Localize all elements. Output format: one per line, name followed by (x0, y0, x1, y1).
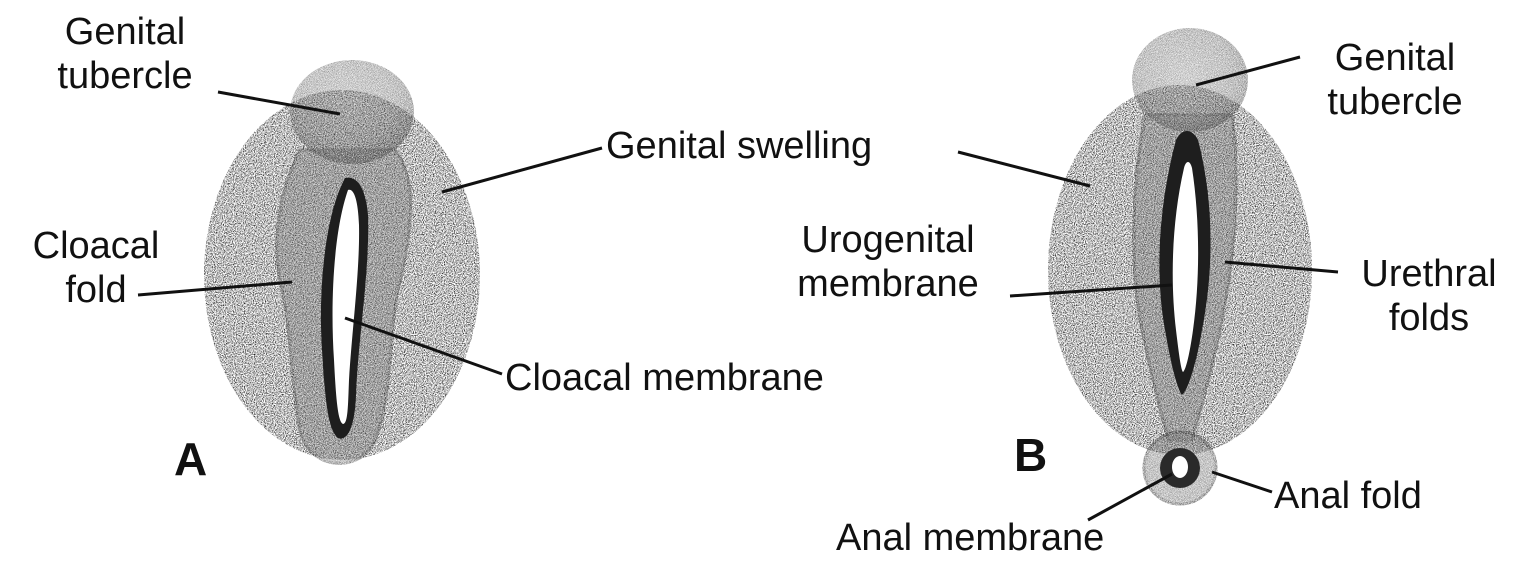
label-urogenital-membrane-b-line2: membrane (766, 262, 1010, 306)
label-cloacal-fold-a: Cloacal fold (6, 224, 186, 312)
panel-letter-b: B (1014, 430, 1047, 480)
anal-membrane-b (1172, 456, 1188, 478)
leader-genital-swelling-a (442, 148, 602, 192)
label-urethral-folds-b: Urethral folds (1336, 252, 1522, 340)
label-cloacal-fold-a-line1: Cloacal (6, 224, 186, 268)
panel-a (138, 60, 602, 463)
label-cloacal-membrane-a: Cloacal membrane (505, 356, 824, 400)
label-genital-swelling: Genital swelling (606, 124, 872, 168)
genital-tubercle-b (1132, 28, 1248, 132)
label-anal-fold-b: Anal fold (1274, 474, 1422, 518)
label-genital-tubercle-a-line1: Genital (32, 10, 218, 54)
panel-letter-a: A (174, 434, 207, 484)
label-genital-tubercle-b-line2: tubercle (1300, 80, 1490, 124)
label-genital-tubercle-b: Genital tubercle (1300, 36, 1490, 124)
label-urogenital-membrane-b-line1: Urogenital (766, 218, 1010, 262)
label-genital-tubercle-a-line2: tubercle (32, 54, 218, 98)
label-urogenital-membrane-b: Urogenital membrane (766, 218, 1010, 306)
label-urethral-folds-b-line1: Urethral (1336, 252, 1522, 296)
label-genital-tubercle-a: Genital tubercle (32, 10, 218, 98)
label-urethral-folds-b-line2: folds (1336, 296, 1522, 340)
label-anal-membrane-b: Anal membrane (836, 516, 1104, 560)
leader-anal-fold-b (1212, 472, 1272, 492)
label-genital-tubercle-b-line1: Genital (1300, 36, 1490, 80)
label-cloacal-fold-a-line2: fold (6, 268, 186, 312)
genital-tubercle-a (290, 60, 414, 164)
